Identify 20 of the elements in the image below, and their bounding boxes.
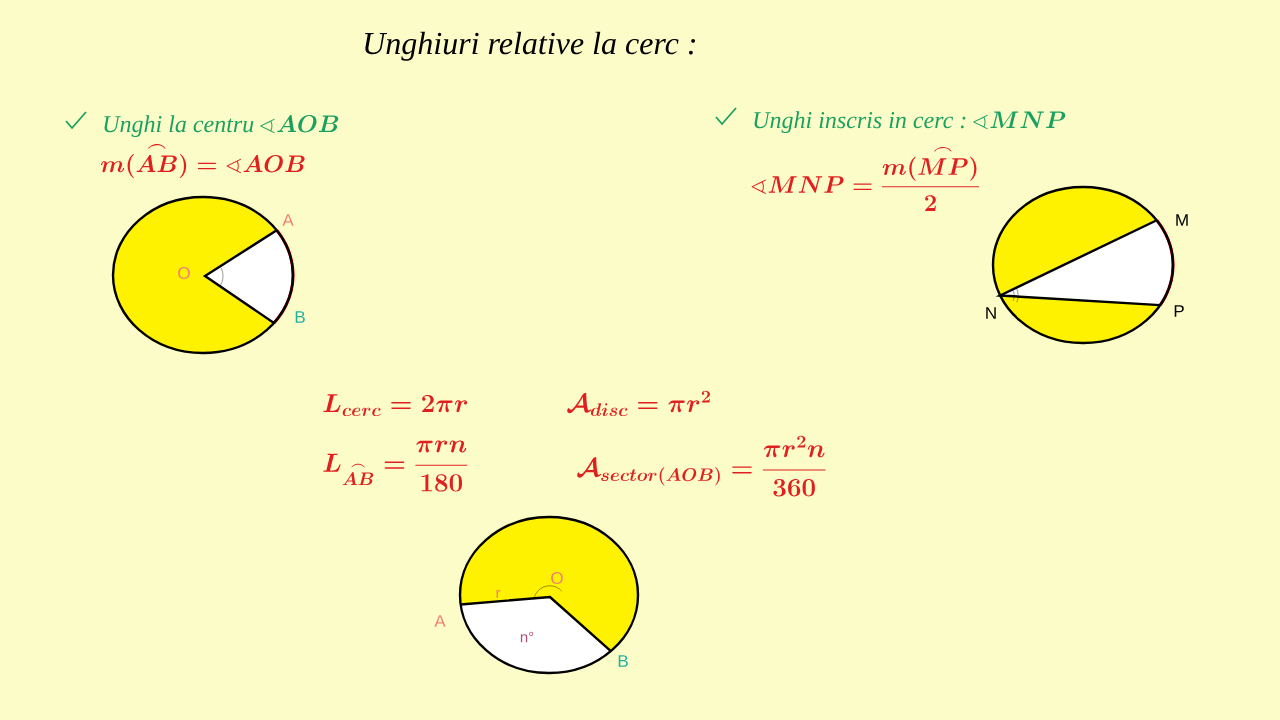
heading: $\textit{Unghi la centru}\,\sphericalangle AOB$ [104,114,339,138]
angle-label: n° [520,631,534,643]
point-label: B [618,655,628,667]
radius-label: r [496,589,501,599]
point-label: O [551,571,563,584]
point-label: O [178,267,190,279]
formula: $\mathcal{A}_{disc} = \pi r^2$ [567,390,710,417]
point-label: N [986,307,996,319]
point-label: A [434,615,446,627]
formula: $L_{cerc} = 2\pi r$ [323,394,468,417]
point-label: A [282,214,294,226]
formula: $\sphericalangle MNP = \dfrac{m(\overset{\frown}{MP})}{2}$ [751,146,980,211]
point-label: M [1176,214,1188,226]
point-label: P [1174,305,1184,317]
formula: $L_{\overset{\frown}{AB}} = \dfrac{\pi r n}{180}$ [323,440,468,492]
title: Unghiuri relative la cerc : [365,31,695,61]
point-label: B [295,311,305,323]
formula: $m(\overset{\frown}{AB}) = \sphericalangle AOB$ [101,144,305,178]
formula: $\mathcal{A}_{sector(AOB)} = \dfrac{\pi r^2 n}{360}$ [577,435,826,497]
heading: $\textit{Unghi inscris in cerc :}\,\sphericalangle MNP$ [754,111,1066,134]
